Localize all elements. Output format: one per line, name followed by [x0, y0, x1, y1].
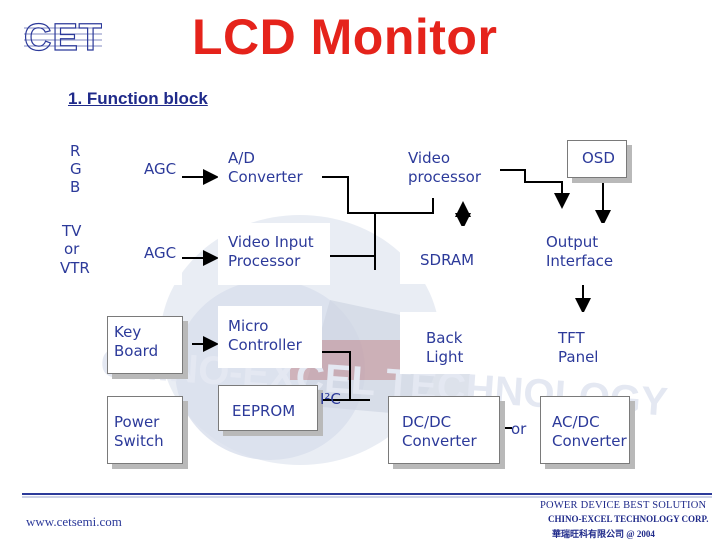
input-r: R	[70, 142, 81, 160]
back-light-block	[400, 312, 500, 374]
power-switch-block	[107, 396, 183, 464]
input-tv: TV	[62, 222, 82, 240]
logo-text: CET	[24, 17, 102, 54]
acdc-block	[540, 396, 630, 464]
back-light-label: Back Light	[426, 329, 464, 366]
sdram-label: SDRAM	[420, 251, 475, 269]
output-interface-block	[538, 223, 628, 285]
tft-panel-block	[542, 312, 628, 374]
dcdc-label: DC/DC Converter	[402, 413, 477, 450]
key-board-label: Key Board	[114, 323, 159, 360]
input-g: G	[70, 160, 82, 178]
video-processor-label: Video processor	[408, 149, 481, 186]
micro-controller-label: Micro Controller	[228, 317, 302, 354]
agc-1-label: AGC	[144, 160, 177, 178]
key-board-block	[107, 316, 183, 374]
footer-slogan: POWER DEVICE BEST SOLUTION	[540, 500, 707, 511]
eeprom-block	[218, 385, 318, 431]
footer-company: CHINO-EXCEL TECHNOLOGY CORP.	[548, 514, 709, 524]
osd-label: OSD	[582, 149, 615, 167]
video-input-block	[218, 223, 330, 285]
adc-label: A/D Converter	[228, 149, 303, 186]
agc-block-1	[107, 140, 182, 202]
i2c-label: I²C	[320, 390, 341, 408]
output-interface-label: Output Interface	[546, 233, 614, 270]
section-heading: 1. Function block	[68, 89, 208, 108]
agc-block-2	[107, 223, 182, 285]
footer-company-chinese: 華瑞旺科有限公司 @ 2004	[552, 529, 655, 539]
power-switch-label: Power Switch	[114, 413, 164, 450]
input-vtr: VTR	[60, 259, 90, 277]
video-input-label: Video Input Processor	[228, 233, 314, 270]
acdc-label: AC/DC Converter	[552, 413, 627, 450]
or-label: or	[511, 420, 527, 438]
tft-panel-label: TFT Panel	[558, 329, 599, 366]
page-title: LCD Monitor	[192, 9, 498, 65]
input-or: or	[64, 240, 80, 258]
adc-block	[218, 140, 320, 202]
agc-2-label: AGC	[144, 244, 177, 262]
micro-controller-block	[218, 306, 322, 368]
dcdc-block	[388, 396, 500, 464]
footer-url[interactable]: www.cetsemi.com	[26, 514, 122, 529]
osd-block	[567, 140, 627, 178]
input-b: B	[70, 178, 81, 196]
sdram-block	[400, 226, 500, 284]
cet-logo: CET	[24, 16, 102, 54]
video-processor-block	[396, 140, 500, 198]
eeprom-label: EEPROM	[232, 402, 296, 420]
